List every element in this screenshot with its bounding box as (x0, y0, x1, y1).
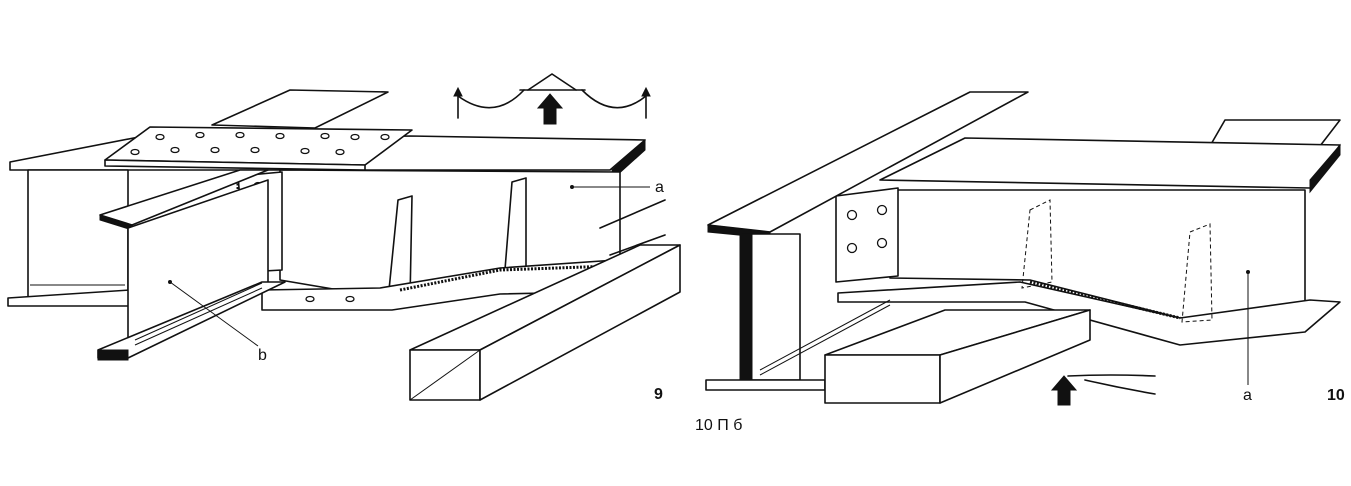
connection-angle (835, 187, 899, 283)
box-beam (824, 309, 1091, 404)
caption-fragment: 10 П б (695, 417, 742, 434)
cross-beam-top-flange (211, 89, 389, 129)
girder-a-top-flange (879, 137, 1341, 189)
label-a: a (655, 179, 664, 196)
box-beam (409, 244, 681, 401)
splice-plate (104, 126, 413, 166)
load-arrow-up-icon (1050, 375, 1078, 406)
load-diagram (453, 73, 651, 125)
cross-i-beam (705, 91, 1029, 391)
figure-10: a 10 (705, 91, 1345, 406)
label-a: a (1243, 387, 1252, 404)
load-arrow (1050, 374, 1156, 406)
splice-plate-bolts (130, 131, 390, 156)
cross-beam-b (97, 169, 286, 361)
load-arrow-up-icon (536, 93, 564, 125)
label-b: b (258, 347, 267, 364)
figure-number-10: 10 (1327, 387, 1345, 404)
figure-number-9: 9 (654, 386, 663, 403)
figure-9: a b 9 (7, 73, 681, 403)
